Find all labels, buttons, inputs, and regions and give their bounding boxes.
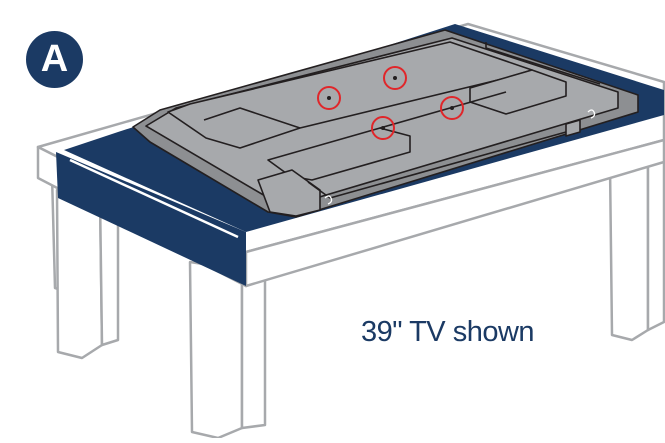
cloth-highlight-line	[69, 158, 239, 239]
table-leg-right-far	[646, 156, 665, 332]
tv-panel-line-2	[379, 91, 507, 129]
mounting-holes	[317, 66, 464, 140]
mounting-hole-marker	[440, 96, 464, 120]
mounting-hole-ring	[371, 116, 395, 140]
mounting-hole-dot	[393, 76, 397, 80]
mounting-hole-ring	[383, 66, 407, 90]
mounting-hole-marker	[371, 116, 395, 140]
mounting-hole-marker	[383, 66, 407, 90]
cord-symbol-right	[587, 109, 596, 119]
power-cord-symbol	[324, 109, 596, 205]
table-leg-front-center-side	[240, 268, 267, 430]
table-leg-front-center	[188, 260, 244, 440]
table-leg-back-right	[608, 158, 650, 342]
cord-symbol-left	[324, 195, 333, 205]
step-badge: A	[26, 31, 83, 88]
mounting-hole-ring	[317, 86, 341, 110]
tv-back-panel	[132, 29, 639, 218]
mounting-hole-marker	[317, 86, 341, 110]
mounting-hole-ring	[440, 96, 464, 120]
cloth-drape-front	[56, 152, 246, 286]
tv-right-strip	[485, 42, 601, 85]
mounting-hole-dot	[327, 96, 331, 100]
diagram-caption: 39" TV shown	[361, 316, 535, 348]
tv-left-speaker-box	[257, 169, 321, 217]
mounting-hole-dot	[381, 126, 385, 130]
tv-panel-line-3	[307, 131, 567, 199]
tv-panel-line-1	[203, 107, 301, 129]
mounting-hole-dot	[450, 106, 454, 110]
